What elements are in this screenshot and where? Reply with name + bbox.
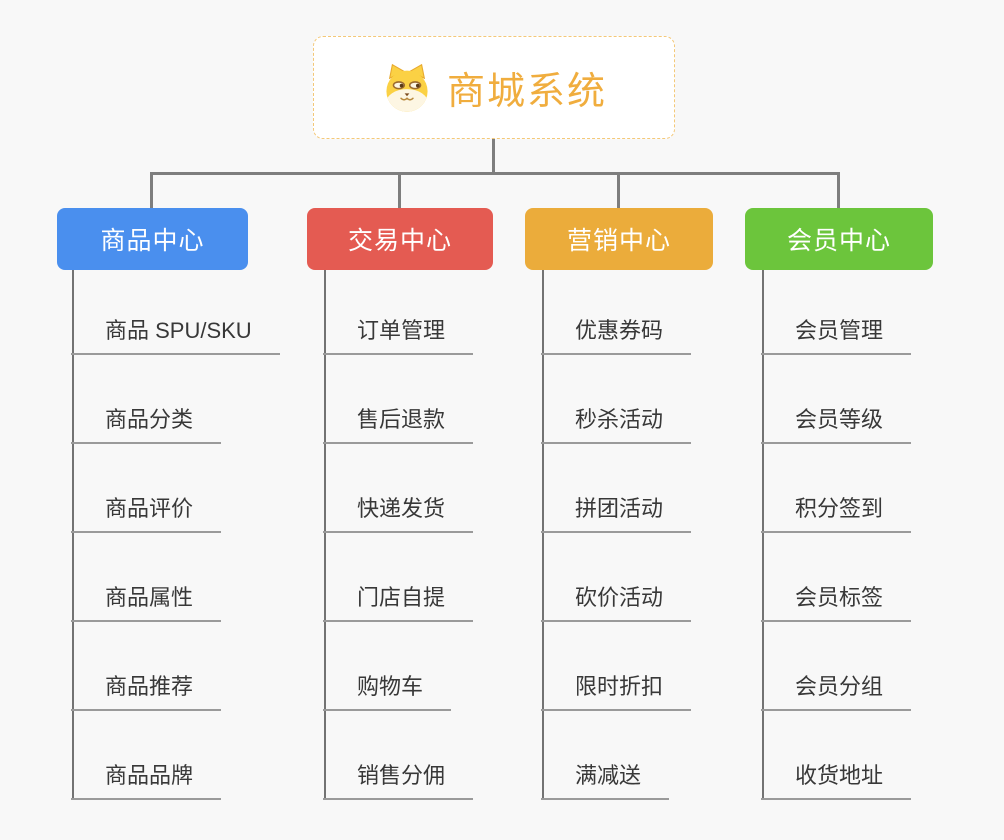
- leaf-node[interactable]: 商品品牌: [71, 763, 222, 800]
- branch-node-members[interactable]: 会员中心: [745, 208, 933, 270]
- connector-line: [150, 172, 153, 208]
- leaf-node[interactable]: 优惠券码: [541, 318, 692, 355]
- leaf-node[interactable]: 商品属性: [71, 585, 222, 622]
- leaf-node[interactable]: 会员标签: [761, 585, 912, 622]
- connector-line: [542, 270, 544, 800]
- leaf-node[interactable]: 限时折扣: [541, 674, 692, 711]
- leaf-node[interactable]: 门店自提: [323, 585, 474, 622]
- leaf-node[interactable]: 商品分类: [71, 407, 222, 444]
- leaf-node[interactable]: 会员分组: [761, 674, 912, 711]
- root-title: 商城系统: [446, 71, 607, 113]
- leaf-node[interactable]: 订单管理: [323, 318, 474, 355]
- leaf-node[interactable]: 收货地址: [761, 763, 912, 800]
- leaf-node[interactable]: 商品评价: [71, 496, 222, 533]
- leaf-node[interactable]: 售后退款: [323, 407, 474, 444]
- leaf-node[interactable]: 会员管理: [761, 318, 912, 355]
- leaf-node[interactable]: 商品 SPU/SKU: [71, 318, 280, 355]
- connector-line: [762, 270, 764, 800]
- connector-line: [492, 139, 495, 173]
- shiba-dog-icon: [381, 62, 433, 114]
- root-node[interactable]: 商城系统: [313, 36, 675, 139]
- leaf-node[interactable]: 快递发货: [323, 496, 474, 533]
- leaf-node[interactable]: 拼团活动: [541, 496, 692, 533]
- connector-line: [150, 172, 840, 175]
- connector-line: [837, 172, 840, 208]
- branch-node-trade[interactable]: 交易中心: [307, 208, 493, 270]
- leaf-node[interactable]: 商品推荐: [71, 674, 222, 711]
- leaf-node[interactable]: 购物车: [323, 674, 452, 711]
- branch-node-marketing[interactable]: 营销中心: [525, 208, 713, 270]
- connector-line: [617, 172, 620, 208]
- connector-line: [72, 270, 74, 800]
- leaf-node[interactable]: 销售分佣: [323, 763, 474, 800]
- leaf-node[interactable]: 秒杀活动: [541, 407, 692, 444]
- leaf-node[interactable]: 砍价活动: [541, 585, 692, 622]
- connector-line: [398, 172, 401, 208]
- leaf-node[interactable]: 会员等级: [761, 407, 912, 444]
- leaf-node[interactable]: 满减送: [541, 763, 670, 800]
- branch-node-products[interactable]: 商品中心: [57, 208, 248, 270]
- connector-line: [324, 270, 326, 800]
- leaf-node[interactable]: 积分签到: [761, 496, 912, 533]
